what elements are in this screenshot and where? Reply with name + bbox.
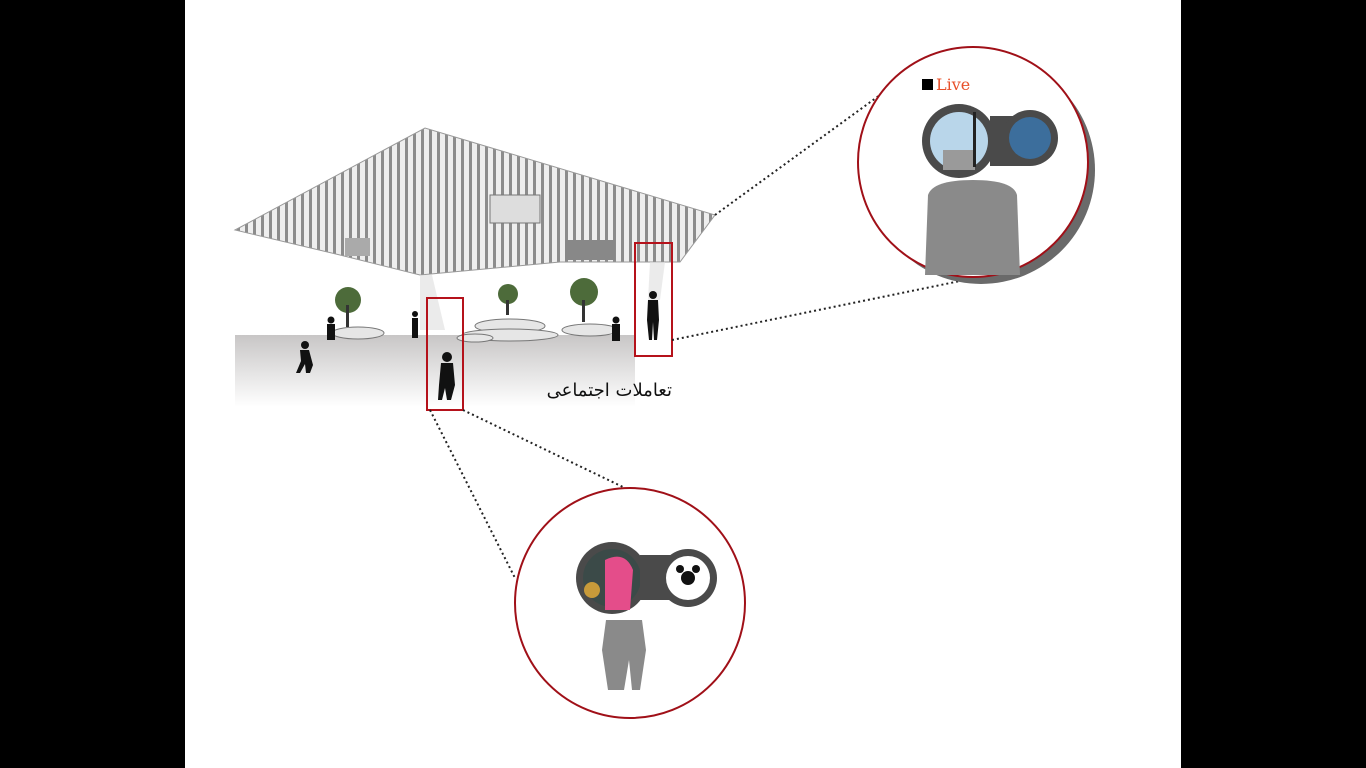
cartoon-mouse-icon	[681, 571, 695, 585]
live-square-icon	[922, 79, 933, 90]
child-silhouette	[602, 620, 646, 690]
adult-silhouette	[925, 180, 1020, 275]
adult-vision-circle	[857, 46, 1095, 284]
trees	[335, 278, 598, 327]
highlight-box-adult	[634, 242, 673, 357]
social-interactions-caption: تعاملات اجتماعی	[546, 380, 672, 401]
people-silhouettes	[296, 291, 659, 400]
highlight-box-child	[426, 297, 464, 411]
circular-benches	[331, 318, 619, 343]
leader-lines	[429, 94, 966, 579]
live-label: Live	[922, 75, 970, 94]
tube-canopy	[233, 127, 716, 330]
child-vision-circle	[514, 487, 746, 719]
live-text: Live	[936, 75, 971, 94]
